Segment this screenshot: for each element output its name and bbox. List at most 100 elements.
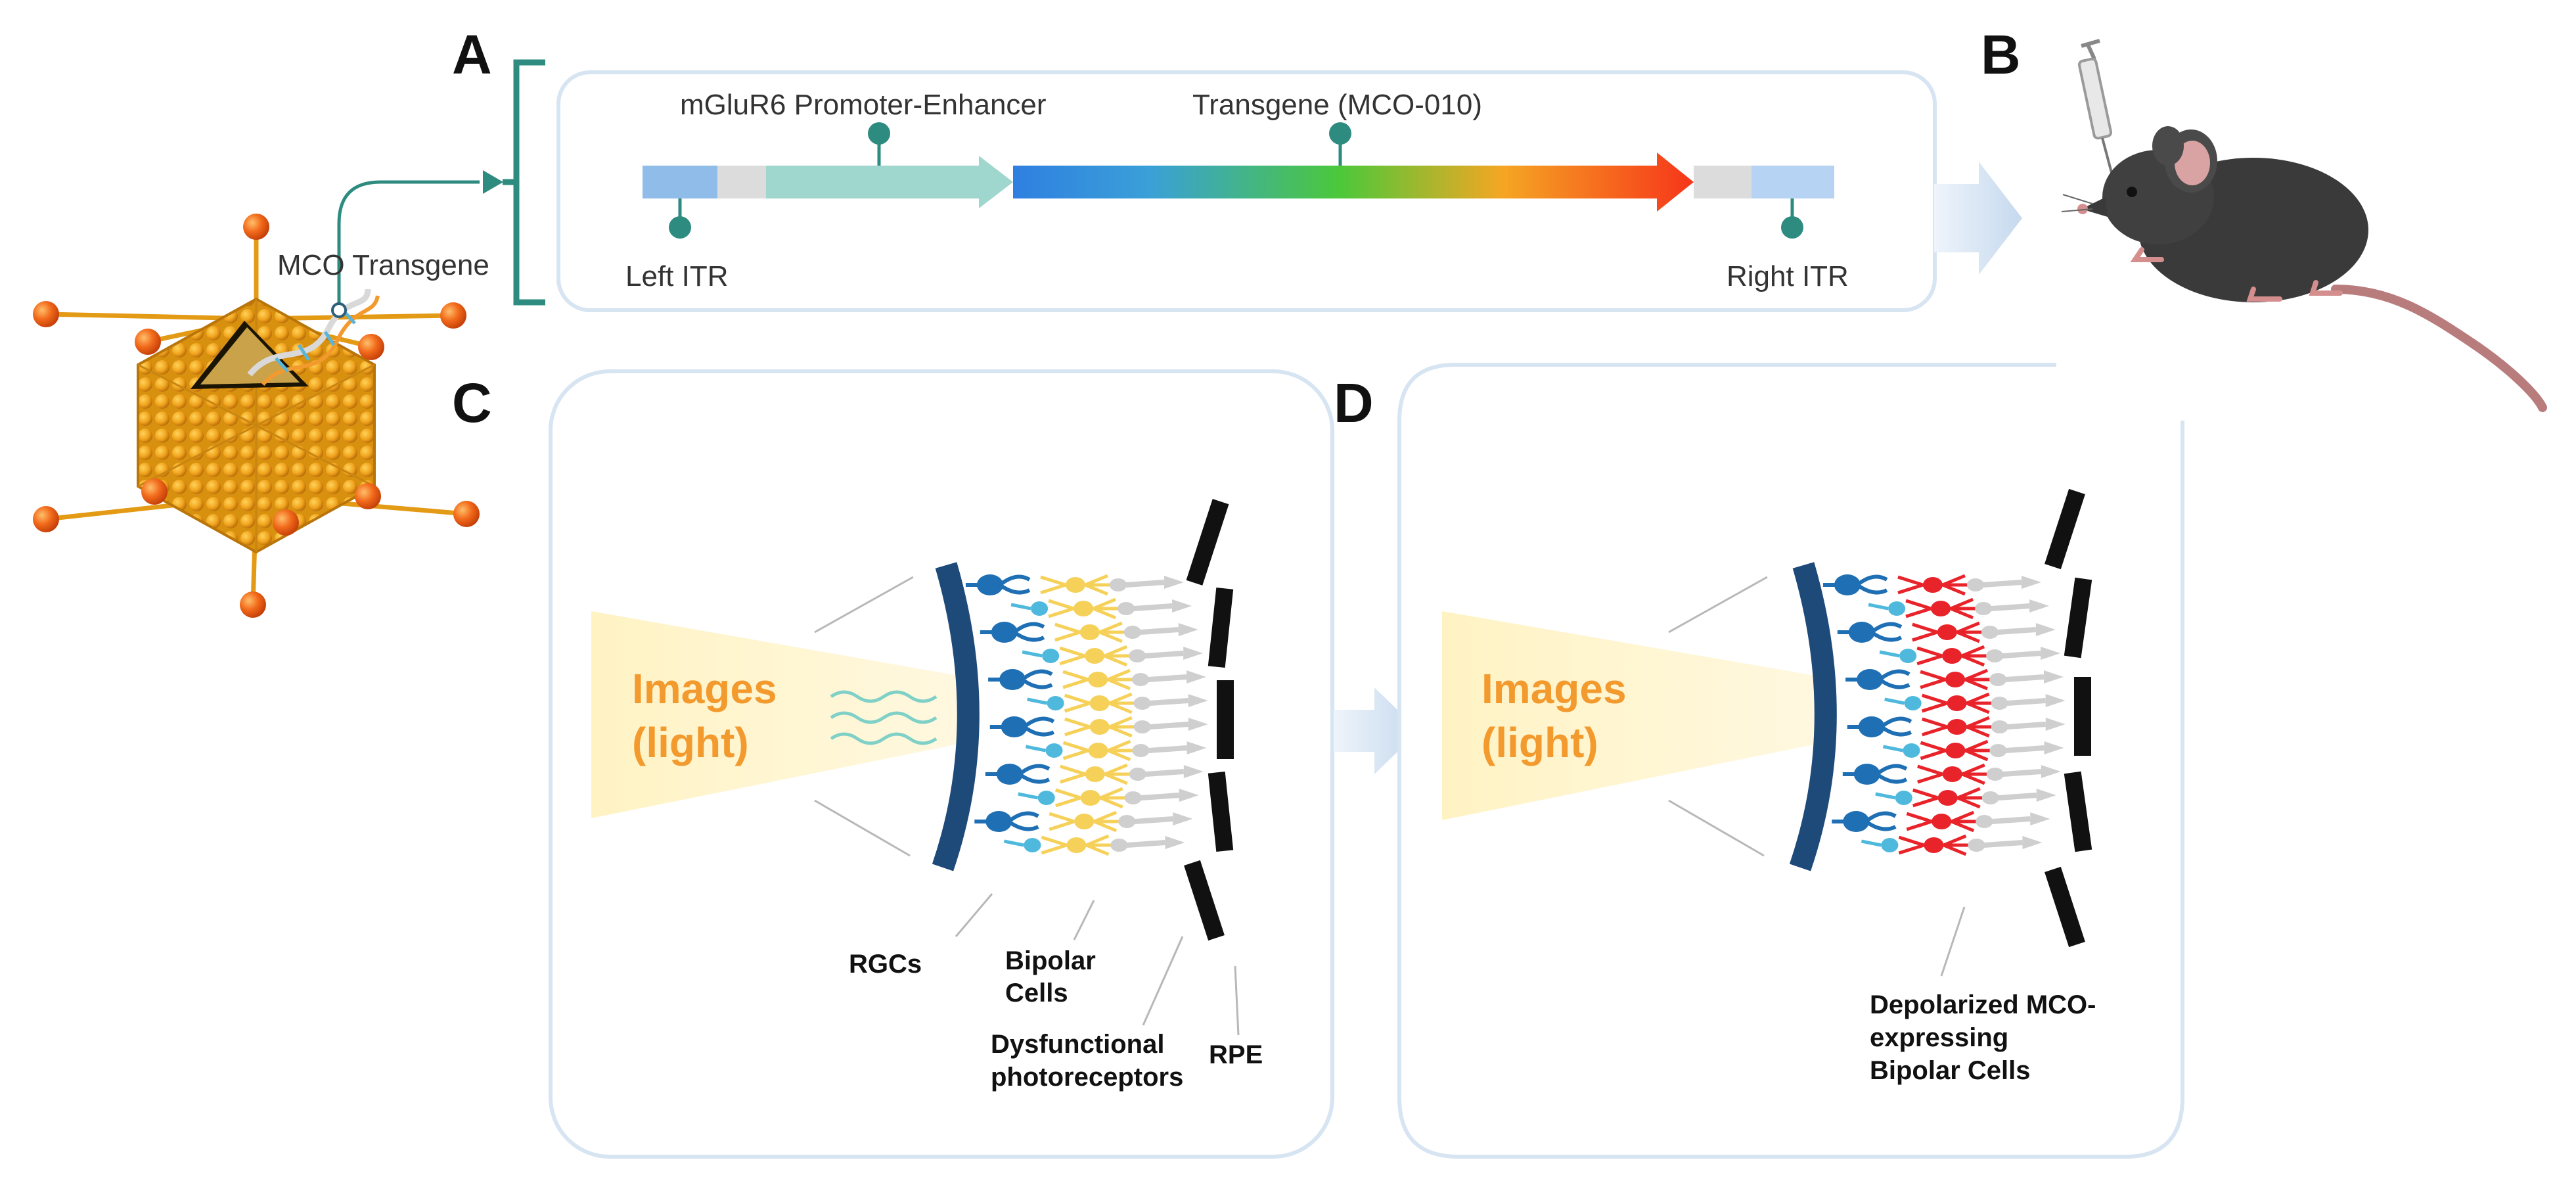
bipolar-cell xyxy=(1924,837,1944,853)
transgene-arrow xyxy=(1013,152,1694,212)
depolarized-label-line2: expressing xyxy=(1870,1023,2008,1052)
bipolar-branches xyxy=(1054,621,1126,643)
bipolar-cell xyxy=(1085,648,1105,664)
photoreceptor-segment xyxy=(1997,627,2037,635)
amacrine-cell xyxy=(1888,601,1906,616)
photoreceptor-segment xyxy=(1983,580,2022,588)
photoreceptor-segment xyxy=(2007,698,2046,706)
label-leader-d xyxy=(1940,906,1966,977)
photoreceptor-tip xyxy=(2045,694,2066,707)
photoreceptor-segment xyxy=(1991,603,2030,611)
photoreceptor-soma xyxy=(1133,720,1151,733)
spacer-segment-right xyxy=(1694,166,1751,198)
bipolar-cell xyxy=(1922,577,1943,593)
bipolar-cell xyxy=(1088,743,1108,758)
bipolar-branches xyxy=(1055,787,1127,809)
arrow-c-to-d xyxy=(1334,687,1419,774)
left-itr-segment xyxy=(643,166,717,198)
photoreceptor-segment xyxy=(1150,722,1189,729)
amacrine-process xyxy=(1884,697,1905,705)
rpe-block xyxy=(1208,587,1234,668)
amacrine-process xyxy=(1018,792,1039,800)
bipolar-label-line2: Cells xyxy=(1005,979,1068,1007)
amacrine-cell xyxy=(1903,743,1920,758)
rgc-cell xyxy=(1848,622,1875,643)
rpe-block xyxy=(1184,860,1225,941)
rgc-dendrite xyxy=(1012,622,1045,642)
bipolar-cell xyxy=(1932,814,1952,829)
light-label-c-line2: (light) xyxy=(632,719,749,766)
photoreceptor-segment xyxy=(1140,627,1179,635)
bipolar-cell xyxy=(1937,624,1957,640)
panel-d: D Images (light) Depolarized MCO- expres… xyxy=(1334,363,2184,1159)
bipolar-branches xyxy=(1059,645,1131,667)
photoreceptor-segment xyxy=(2002,769,2042,777)
photoreceptor-tip xyxy=(2035,623,2056,636)
dna-helix-icon xyxy=(247,289,380,386)
photoreceptor-soma xyxy=(1986,768,2004,781)
photoreceptor-tip xyxy=(1165,836,1185,849)
bipolar-branches xyxy=(1920,668,1992,691)
rgc-cell xyxy=(1857,669,1884,690)
amacrine-process xyxy=(1861,839,1882,847)
light-label-c-line1: Images xyxy=(632,665,777,712)
photoreceptor-soma xyxy=(1132,673,1150,686)
rgc-dendrite xyxy=(1856,574,1888,595)
amacrine-process xyxy=(1010,603,1031,611)
rpe-block xyxy=(2074,677,2091,756)
panel-b: B xyxy=(1981,24,2547,412)
rgc-dendrite xyxy=(1870,622,1903,642)
rgc-cell xyxy=(1001,716,1028,737)
photoreceptor-segment xyxy=(2005,674,2045,682)
amacrine-process xyxy=(1879,650,1900,658)
amacrine-cell xyxy=(1024,838,1041,852)
photoreceptor-soma xyxy=(1129,768,1146,781)
bipolar-cell xyxy=(1079,624,1100,640)
rgc-dendrite xyxy=(1021,669,1053,689)
rpe-label: RPE xyxy=(1209,1040,1263,1069)
panel-c-box xyxy=(549,369,1334,1159)
photoreceptor-segment xyxy=(1998,793,2037,800)
photoreceptor-soma xyxy=(1981,626,1999,639)
rgc-cell xyxy=(991,622,1018,643)
promoter-label: mGluR6 Promoter-Enhancer xyxy=(680,89,1047,121)
bipolar-branches xyxy=(1916,645,1989,667)
amacrine-cell xyxy=(1899,649,1917,663)
guide-line-c-top xyxy=(814,576,914,634)
photoreceptor-label-line1: Dysfunctional xyxy=(991,1030,1164,1059)
photoreceptor-segment xyxy=(1145,769,1185,777)
rgc-cell xyxy=(1843,811,1870,832)
photoreceptor-segment xyxy=(1150,698,1188,706)
panel-letter-b: B xyxy=(1981,24,2021,85)
right-itr-label: Right ITR xyxy=(1727,260,1849,292)
photoreceptor-tip xyxy=(1188,718,1208,731)
rgc-dendrite xyxy=(1018,764,1051,784)
photoreceptor-tip xyxy=(2041,647,2061,660)
amacrine-process xyxy=(1003,839,1024,847)
photoreceptor-tip xyxy=(2044,741,2064,754)
bipolar-cell xyxy=(1066,837,1087,853)
photoreceptor-tip xyxy=(1183,647,1204,660)
photoreceptor-tip xyxy=(2030,812,2050,825)
bipolar-cell xyxy=(1942,766,1962,782)
syringe-icon xyxy=(2077,39,2114,178)
bipolar-branches xyxy=(1912,787,1984,809)
bipolar-branches xyxy=(1922,716,1993,738)
bipolar-branches xyxy=(1041,834,1113,856)
mouse-icon xyxy=(2061,126,2547,412)
photoreceptor-segment xyxy=(2006,745,2045,753)
rgc-dendrite xyxy=(1875,764,1908,784)
left-itr-pin xyxy=(669,198,691,239)
photoreceptor-soma xyxy=(1976,815,1993,828)
promoter-arrow xyxy=(766,156,1013,208)
photoreceptor-label-line2: photoreceptors xyxy=(991,1063,1183,1092)
bipolar-cell xyxy=(1089,719,1110,735)
photoreceptor-soma xyxy=(1981,791,1999,804)
bipolar-branches xyxy=(1917,763,1989,785)
transgene-pin xyxy=(1329,122,1351,166)
construct-bracket xyxy=(513,59,545,306)
capsid-knobs xyxy=(33,214,480,618)
photoreceptor-tip xyxy=(2029,599,2050,613)
bipolar-cell xyxy=(1074,814,1095,829)
rgc-dendrite xyxy=(1864,811,1897,831)
